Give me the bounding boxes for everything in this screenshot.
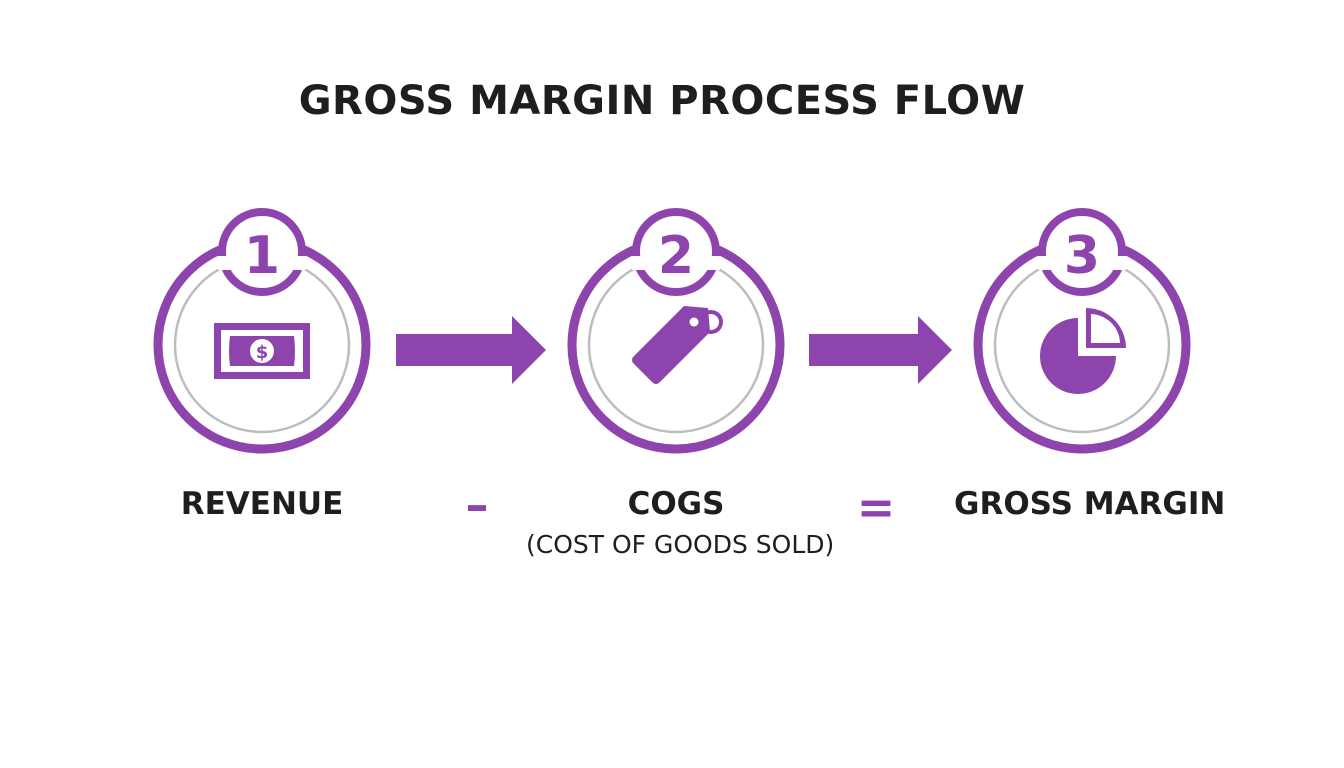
- step-3-node: 3: [973, 208, 1191, 454]
- step-2-label: COGS: [627, 486, 725, 522]
- step-1-node: 1 $: [153, 208, 371, 454]
- step-3-badge-mask: [1038, 256, 1126, 270]
- arrow-2-to-3: [809, 316, 952, 384]
- step-1-badge-mask: [218, 256, 306, 270]
- step-3-label: GROSS MARGIN: [954, 486, 1226, 522]
- diagram-title: GROSS MARGIN PROCESS FLOW: [298, 78, 1026, 124]
- svg-text:$: $: [256, 342, 269, 363]
- step-1-badge: [218, 208, 306, 296]
- banknote-icon: $: [214, 323, 310, 379]
- step-2-sublabel: (COST OF GOODS SOLD): [526, 530, 835, 559]
- step-2-badge: [632, 208, 720, 296]
- step-1-number: 1: [244, 226, 280, 286]
- price-tag-icon: [632, 306, 723, 384]
- step-3-number: 3: [1064, 226, 1100, 286]
- step-1-label: REVENUE: [180, 486, 344, 522]
- minus-operator: –: [465, 478, 489, 532]
- equals-operator: =: [856, 480, 896, 534]
- step-2-number: 2: [658, 226, 694, 286]
- pie-chart-icon: [1040, 308, 1126, 394]
- step-2-node: 2: [567, 208, 785, 454]
- arrow-1-to-2: [396, 316, 546, 384]
- step-3-badge: [1038, 208, 1126, 296]
- step-2-badge-mask: [632, 256, 720, 270]
